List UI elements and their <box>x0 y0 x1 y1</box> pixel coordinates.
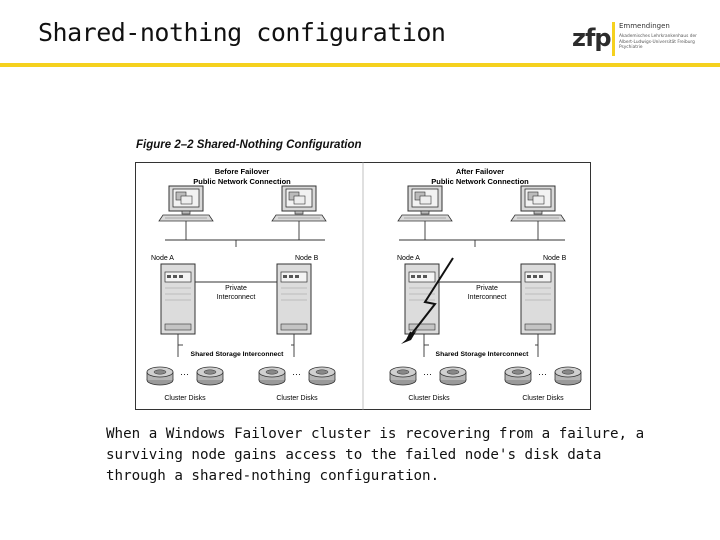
panel-before-heading-1: Before Failover <box>215 167 270 176</box>
failure-bolt-icon <box>406 257 454 341</box>
node-b-server-icon <box>276 263 312 335</box>
cluster-diagram: Before Failover Public Network Connectio… <box>135 162 591 410</box>
cluster-disks-label: Cluster Disks <box>164 395 206 402</box>
node-a-server-icon <box>404 263 440 335</box>
node-a-server-icon <box>160 263 196 335</box>
logo-name: Emmendingen <box>619 22 670 30</box>
panel-after-heading-2: Public Network Connection <box>431 177 529 186</box>
figure-caption: Figure 2–2 Shared-Nothing Configuration <box>136 139 362 151</box>
cluster-disk-icon <box>389 366 417 386</box>
logo-mark: zfp <box>572 24 612 52</box>
slide-title: Shared-nothing configuration <box>38 18 446 47</box>
cluster-disk-icon <box>504 366 532 386</box>
ellipsis: ··· <box>180 369 189 379</box>
ellipsis: ··· <box>538 369 547 379</box>
cluster-disks-label: Cluster Disks <box>522 395 564 402</box>
panel-before-heading-2: Public Network Connection <box>193 177 291 186</box>
storage-interconnect-label: Shared Storage Interconnect <box>436 351 530 358</box>
cluster-disk-icon <box>439 366 467 386</box>
panel-before-failover: Before Failover Public Network Connectio… <box>146 167 336 402</box>
cluster-disk-icon <box>554 366 582 386</box>
cluster-disk-icon <box>196 366 224 386</box>
title-underline <box>0 63 720 67</box>
panel-after-heading-1: After Failover <box>456 167 504 176</box>
ellipsis: ··· <box>423 369 432 379</box>
logo-divider <box>612 22 615 56</box>
interconnect-label-2: Interconnect <box>468 294 507 301</box>
cluster-disk-icon <box>146 366 174 386</box>
storage-interconnect-label: Shared Storage Interconnect <box>191 351 285 358</box>
cluster-disks-label: Cluster Disks <box>408 395 450 402</box>
node-b-label: Node B <box>543 255 567 262</box>
node-b-server-icon <box>520 263 556 335</box>
logo-subtitle: Akademisches Lehrkrankenhaus der Albert-… <box>619 34 697 50</box>
cluster-disk-icon <box>258 366 286 386</box>
panel-after-failover: After Failover Public Network Connection… <box>389 167 582 402</box>
ellipsis: ··· <box>292 369 301 379</box>
interconnect-label-1: Private <box>476 285 498 292</box>
node-a-label: Node A <box>151 255 174 262</box>
cluster-disk-icon <box>308 366 336 386</box>
interconnect-label-2: Interconnect <box>217 294 256 301</box>
node-b-label: Node B <box>295 255 319 262</box>
interconnect-label-1: Private <box>225 285 247 292</box>
zfp-logo: zfp Emmendingen Akademisches Lehrkranken… <box>572 20 712 58</box>
failure-arrowhead-icon <box>401 330 417 344</box>
node-a-label: Node A <box>397 255 420 262</box>
slide-description: When a Windows Failover cluster is recov… <box>106 426 645 484</box>
cluster-disks-label: Cluster Disks <box>276 395 318 402</box>
